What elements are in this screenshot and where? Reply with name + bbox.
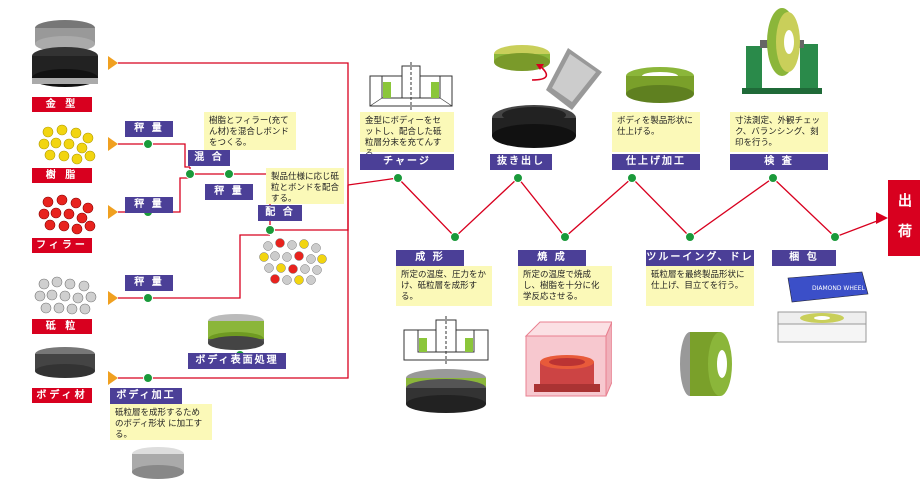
material-resin: 樹 脂 <box>32 168 92 183</box>
body-surface-image <box>208 314 264 350</box>
step-forming: 成 形 <box>396 250 464 266</box>
step-charge: チャージ <box>360 154 454 170</box>
step-body-machining: ボディ加工 <box>110 388 182 404</box>
compound-image <box>259 238 327 285</box>
body-machining-image <box>132 447 184 479</box>
note-charge: 金型にボディーをセットし、配合した砥粒層分末を充てんする。 <box>360 112 454 159</box>
mold-image <box>32 20 98 87</box>
note-truing: 砥粒層を最終製品形状に仕上げ、目立てを行う。 <box>646 266 754 306</box>
demold-image <box>492 45 602 148</box>
step-compound: 配 合 <box>258 205 302 221</box>
step-weigh-resin: 秤 量 <box>125 121 173 137</box>
packing-image: DIAMOND WHEEL <box>777 271 869 343</box>
material-mold: 金 型 <box>32 97 92 112</box>
step-firing: 焼 成 <box>518 250 586 266</box>
step-finishing: 仕上げ加工 <box>612 154 700 170</box>
step-inspection: 検 査 <box>730 154 828 170</box>
material-body: ボディ材 <box>32 388 92 403</box>
step-packing: 梱 包 <box>772 250 836 266</box>
start-arrows <box>108 56 118 385</box>
firing-image <box>524 321 612 397</box>
step-body-surface: ボディ表面処理 <box>188 353 286 369</box>
material-abrasive: 砥 粒 <box>32 319 92 334</box>
package-label: DIAMOND WHEEL <box>812 285 865 292</box>
body-material-image <box>35 347 95 378</box>
note-body-machining: 砥粒層を成形するためのボディ形状 に加工する。 <box>110 404 212 440</box>
resin-image <box>38 124 96 165</box>
note-forming: 所定の温度、圧力をかけ、砥粒層を成形する。 <box>396 266 492 306</box>
step-weigh-abrasive: 秤 量 <box>125 275 173 291</box>
finishing-image <box>626 67 694 103</box>
step-mix: 混 合 <box>188 150 230 166</box>
note-inspection: 寸法測定、外観チェック、バランシング、刻印を行う。 <box>730 112 828 152</box>
note-finishing: ボディを製品形状に仕上げる。 <box>612 112 700 152</box>
note-mix: 樹脂とフィラー(充てん材)を混合しボンドをつくる。 <box>204 112 296 150</box>
shipping-label: 出 荷 <box>888 180 920 256</box>
step-weigh-bond: 秤 量 <box>205 184 253 200</box>
inspection-image <box>742 8 822 94</box>
forming-image <box>403 316 489 413</box>
abrasive-image <box>34 276 97 315</box>
truing-image <box>680 332 732 396</box>
note-firing: 所定の温度で焼成し、樹脂を十分に化学反応させる。 <box>518 266 612 306</box>
charge-image <box>369 62 453 110</box>
note-compound: 製品仕様に応じ砥粒とボンドを配合する。 <box>266 168 344 204</box>
material-filler: フィラー <box>32 238 92 253</box>
step-weigh-filler: 秤 量 <box>125 197 173 213</box>
step-truing-dressing: ツルーイング、ドレッシング <box>646 250 754 279</box>
filler-image <box>38 194 96 235</box>
step-demold: 抜き出し <box>490 154 552 170</box>
